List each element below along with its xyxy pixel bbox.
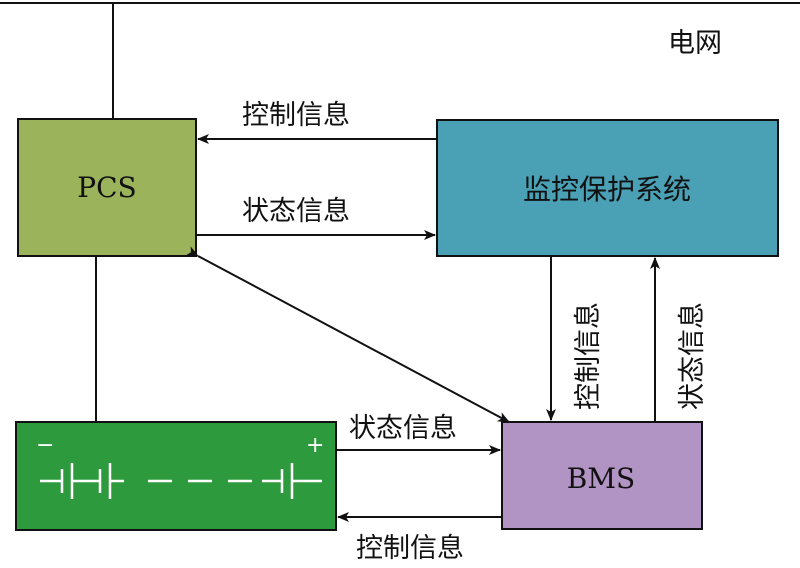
battery-plus-sign: + xyxy=(306,433,324,458)
monitor-label: 监控保护系统 xyxy=(523,173,691,206)
battery-box xyxy=(15,421,337,531)
battery-minus-sign: − xyxy=(36,433,54,458)
bms-box xyxy=(501,421,703,530)
monitor-box xyxy=(436,119,779,257)
grid-label: 电网 xyxy=(668,28,722,59)
label-bms-to-monitor: 状态信息 xyxy=(677,302,708,410)
battery-cells-icon xyxy=(40,463,322,499)
label-pcs-to-monitor: 状态信息 xyxy=(242,196,350,227)
bms-label: BMS xyxy=(567,462,635,495)
pcs-box xyxy=(17,118,197,257)
battery-node: − + xyxy=(15,421,337,531)
pcs-node: PCS xyxy=(17,118,197,257)
label-battery-to-bms: 状态信息 xyxy=(349,413,457,444)
pcs-label: PCS xyxy=(77,171,136,204)
label-monitor-to-bms: 控制信息 xyxy=(573,302,604,410)
bms-node: BMS xyxy=(501,421,703,530)
label-bms-to-battery: 控制信息 xyxy=(356,533,464,564)
arrow-pcs-bms-bidirectional xyxy=(185,246,510,423)
label-monitor-to-pcs: 控制信息 xyxy=(242,100,350,131)
monitor-node: 监控保护系统 xyxy=(436,119,779,257)
